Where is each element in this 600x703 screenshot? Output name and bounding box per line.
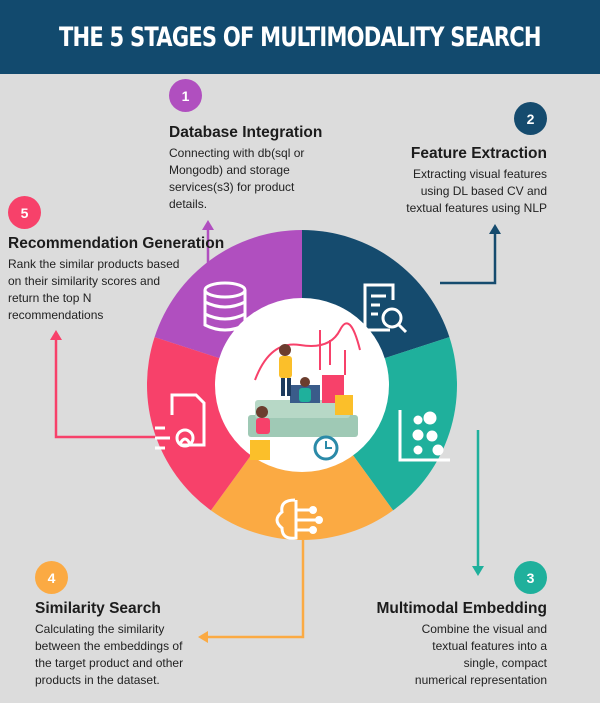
database-icon: [203, 281, 247, 332]
stage-1-badge: 1: [169, 79, 202, 112]
title-banner: THE 5 STAGES OF MULTIMODALITY SEARCH: [0, 0, 600, 74]
stage-1-title: Database Integration: [169, 124, 323, 141]
people-with-data-illustration: [248, 322, 361, 461]
arrow-head-5: [50, 330, 62, 340]
connector-5: [54, 338, 200, 439]
stage-4-description: Calculating the similarity between the e…: [35, 622, 184, 687]
connector-4: [206, 540, 305, 639]
stage-2-title: Feature Extraction: [410, 145, 547, 162]
stage-4-badge: 4: [35, 561, 68, 594]
page-title: THE 5 STAGES OF MULTIMODALITY SEARCH: [59, 21, 542, 53]
scatter-plot-icon: [398, 410, 450, 462]
arrow-head-2: [489, 224, 501, 234]
stage-1-text: Database Integration Connecting with db(…: [169, 124, 329, 213]
document-user-icon: [155, 393, 206, 450]
stage-5-badge: 5: [8, 196, 41, 229]
arrow-head-4: [198, 631, 208, 643]
stage-4-text: Similarity Search Calculating the simila…: [35, 600, 185, 689]
stage-3-badge: 3: [514, 561, 547, 594]
stage-5-text: Recommendation Generation Rank the simil…: [8, 235, 225, 324]
stage-5-description: Rank the similar products based on their…: [8, 257, 180, 322]
stage-2-badge: 2: [514, 102, 547, 135]
stage-3-description: Combine the visual and textual features …: [414, 622, 547, 687]
stage-5-title: Recommendation Generation: [8, 235, 225, 252]
arrow-head-1: [202, 220, 214, 230]
stage-4-title: Similarity Search: [35, 600, 161, 617]
arrow-head-3: [472, 566, 484, 576]
brain-circuit-icon: [275, 498, 323, 540]
stage-2-text: Feature Extraction Extracting visual fea…: [395, 145, 547, 217]
connector-2: [440, 232, 497, 285]
stage-1-description: Connecting with db(sql or Mongodb) and s…: [169, 146, 305, 211]
stage-3-text: Multimodal Embedding Combine the visual …: [370, 600, 548, 689]
stage-3-title: Multimodal Embedding: [376, 600, 548, 617]
document-search-icon: [363, 283, 408, 334]
stage-2-description: Extracting visual features using DL base…: [406, 167, 547, 215]
